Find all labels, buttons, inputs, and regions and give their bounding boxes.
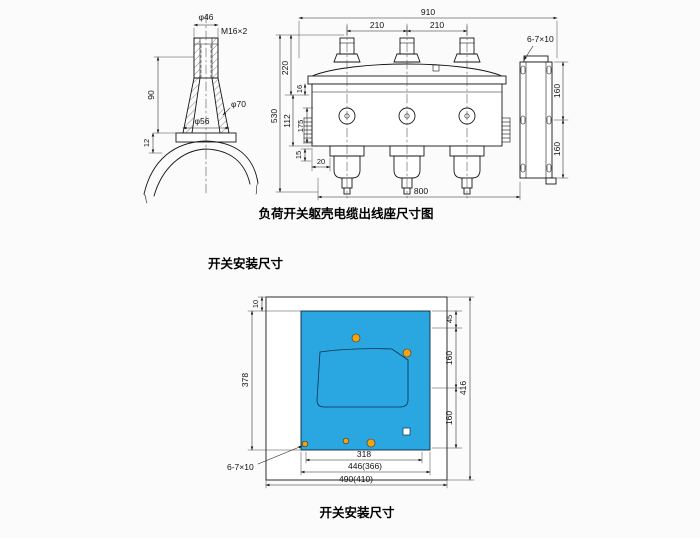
insulator-wall-right	[211, 77, 230, 134]
mounting-slot	[520, 115, 526, 125]
dim-16: 16	[295, 85, 304, 93]
dim-800: 800	[414, 186, 428, 196]
hole-note-bottom: 6-7×10	[227, 462, 254, 472]
dim-160-lower: 160	[552, 142, 562, 156]
top-bushings	[333, 37, 481, 63]
mounting-slot	[546, 163, 552, 173]
mounting-hole	[366, 438, 376, 448]
top-drawing-caption: 负荷开关躯壳电缆出线座尺寸图	[258, 206, 433, 221]
mounting-slot	[520, 65, 526, 75]
dim-thread: M16×2	[221, 26, 247, 36]
dim-910: 910	[421, 7, 435, 17]
dim-220: 220	[280, 61, 290, 75]
dim-160-top: 160	[444, 351, 454, 365]
dim-318: 318	[357, 449, 371, 459]
dim-490: 490(410)	[339, 474, 373, 484]
dim-20: 20	[317, 157, 325, 166]
plate-cutout	[402, 427, 411, 436]
foot-tab	[545, 177, 557, 185]
tank-dome-inner	[153, 148, 251, 197]
dim-45: 45	[445, 315, 454, 323]
mounting-hole	[402, 348, 412, 358]
dim-dia70: φ70	[231, 99, 246, 109]
dim-160-bottom: 160	[444, 411, 454, 425]
dim-10: 10	[251, 300, 260, 308]
break-line	[255, 182, 259, 195]
mounting-hole	[301, 440, 309, 448]
cooling-fins-right	[501, 117, 511, 143]
tank-dome-outer	[143, 140, 259, 195]
installation-section-label: 开关安装尺寸	[208, 256, 284, 271]
mounting-plate	[300, 310, 431, 451]
mounting-slot	[520, 163, 526, 173]
enclosure-front-view: 910 210 210 6-7×10 220 530 112 16 175 15…	[269, 7, 569, 201]
indicator	[432, 64, 440, 72]
dim-90: 90	[146, 90, 156, 100]
dim-210-left: 210	[370, 20, 384, 30]
bushing-section-view: φ46 M16×2 90 12 φ56 φ70	[142, 12, 259, 204]
dim-416: 416	[458, 381, 468, 395]
installation-plan: 10 378 45 160 160 416 318 446(366) 490(4…	[227, 296, 475, 489]
dim-15: 15	[294, 151, 303, 159]
mounting-slot	[546, 115, 552, 125]
dim-dia46: φ46	[199, 12, 214, 22]
mounting-hole	[342, 437, 350, 445]
cooling-fins-left	[303, 117, 313, 143]
dim-210-right: 210	[430, 20, 444, 30]
mounting-hole	[351, 333, 361, 343]
enclosure-side-view	[519, 55, 557, 185]
break-line	[143, 193, 148, 204]
bottom-drawing-caption: 开关安装尺寸	[319, 505, 395, 520]
dim-446: 446(366)	[348, 461, 382, 471]
dim-530: 530	[269, 109, 279, 123]
hole-note: 6-7×10	[527, 34, 554, 44]
dim-378: 378	[240, 373, 250, 387]
dim-160-upper: 160	[552, 84, 562, 98]
dim-12: 12	[142, 139, 151, 147]
dim-112: 112	[282, 114, 292, 128]
mounting-slot	[546, 65, 552, 75]
dim-dia56: φ56	[195, 116, 210, 126]
switch-footprint	[316, 348, 409, 408]
dim-175: 175	[296, 120, 305, 133]
